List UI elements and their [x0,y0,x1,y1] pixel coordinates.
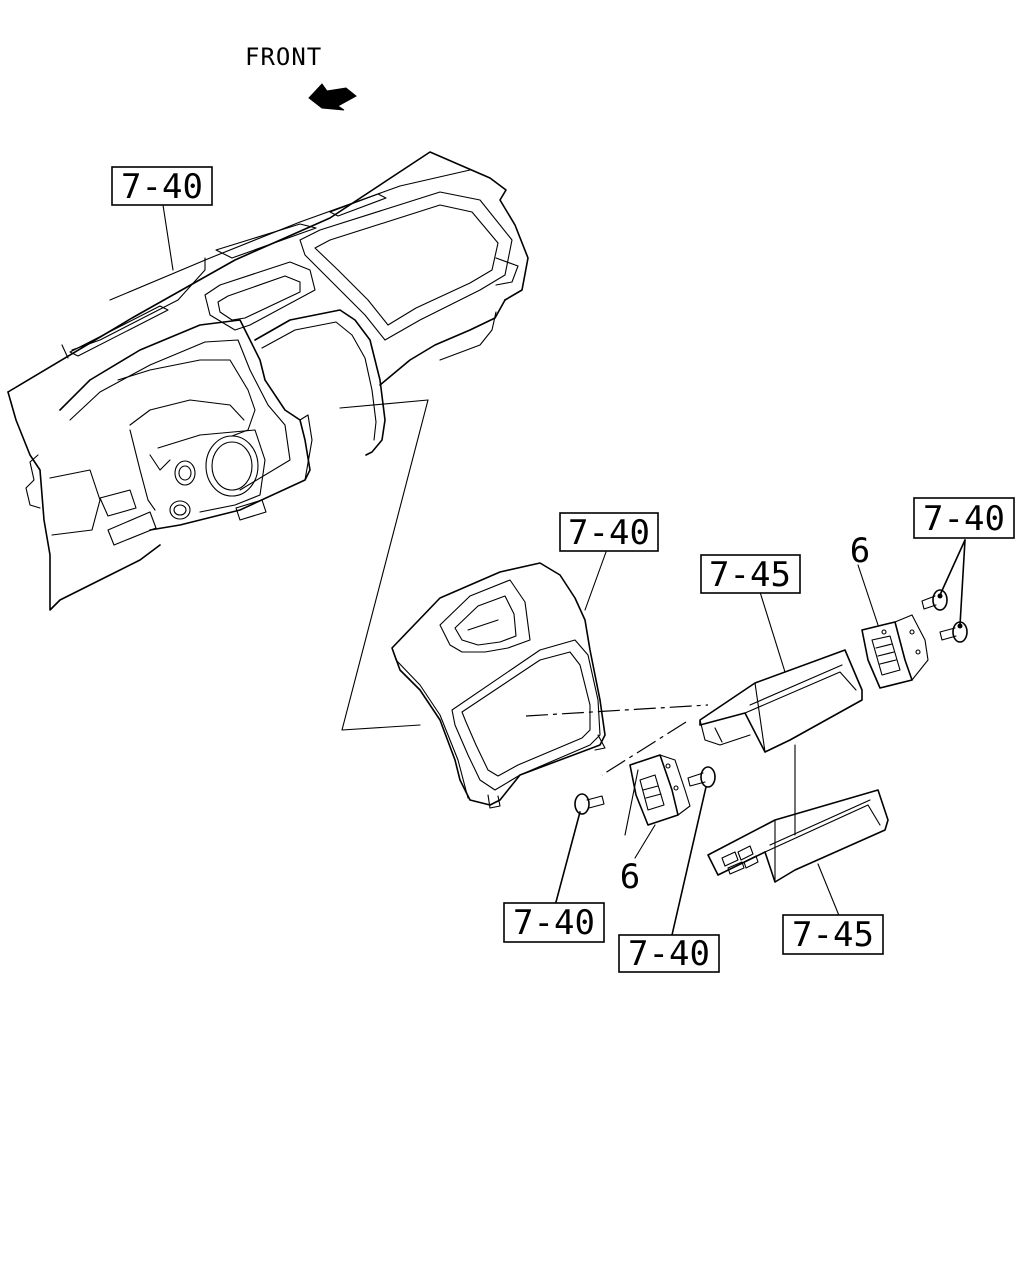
bracket-right-drawing [857,564,929,689]
front-label: FRONT [245,43,322,71]
svg-text:7-40: 7-40 [568,513,650,553]
svg-text:7-40: 7-40 [923,499,1005,539]
svg-text:7-40: 7-40 [121,167,203,207]
callout-screws-right: 7-40 [913,497,1015,539]
center-cluster-panel-drawing [391,551,607,809]
instrument-panel-drawing [7,151,529,611]
storage-pocket-lower-drawing [707,789,889,919]
svg-text:7-45: 7-45 [709,555,791,595]
assembly-guide-lines [339,399,429,731]
callout-center-panel: 7-40 [559,512,659,553]
alignment-centerlines [525,704,709,776]
screw-mid-icon [671,766,716,936]
svg-text:7-45: 7-45 [792,915,874,955]
screw-right-leaders [937,539,966,629]
callout-pocket-lower: 7-45 [782,914,884,955]
callout-screw-left: 7-40 [503,902,605,943]
storage-pocket-upper-drawing [699,591,863,836]
svg-text:7-40: 7-40 [513,903,595,943]
bracket-right-number: 6 [850,531,870,571]
bracket-left-number: 6 [620,857,640,897]
screw-right-lower-icon [939,621,968,643]
callout-pocket-upper: 7-45 [700,554,801,595]
bracket-left-drawing [624,754,691,859]
callout-screw-mid: 7-40 [618,934,720,974]
front-arrow-icon [308,83,357,111]
svg-text:7-40: 7-40 [628,934,710,974]
callout-dashboard: 7-40 [111,166,213,207]
screw-right-upper-icon [921,589,948,611]
screw-left-icon [555,793,605,903]
